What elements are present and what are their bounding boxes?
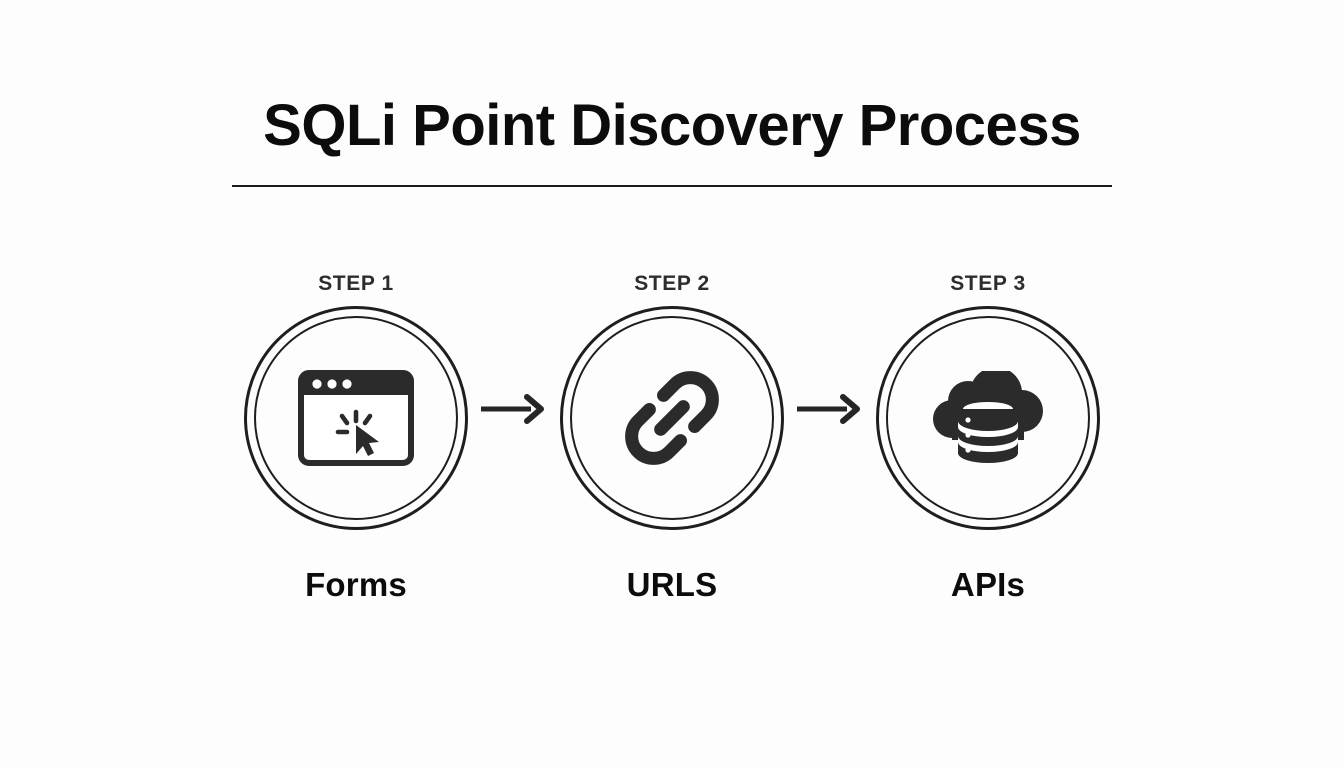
connector-1	[472, 394, 556, 424]
step-2-kicker: STEP 2	[634, 272, 710, 295]
browser-window-click-icon	[244, 306, 468, 530]
step-1-label: Forms	[305, 566, 407, 603]
process-steps: STEP 1	[0, 272, 1344, 604]
step-3-label: APIs	[950, 566, 1026, 603]
arrow-right-icon	[797, 394, 860, 424]
outer-ring	[876, 306, 1100, 530]
inner-ring	[254, 316, 458, 520]
outer-ring	[560, 306, 784, 530]
inner-ring	[570, 316, 774, 520]
page-title: SQLi Point Discovery Process	[263, 93, 1081, 158]
connector-2	[788, 394, 872, 424]
arrow-right-icon	[481, 394, 544, 424]
step-1[interactable]: STEP 1	[240, 272, 472, 604]
step-3[interactable]: STEP 3	[872, 272, 1104, 604]
step-3-badge[interactable]	[876, 306, 1100, 530]
step-1-badge[interactable]	[244, 306, 468, 530]
outer-ring	[244, 306, 468, 530]
step-3-kicker: STEP 3	[950, 272, 1026, 295]
page-header: SQLi Point Discovery Process	[0, 93, 1344, 187]
step-1-kicker: STEP 1	[318, 272, 394, 295]
chain-link-icon	[560, 306, 784, 530]
step-2-label: URLS	[626, 566, 718, 603]
inner-ring	[886, 316, 1090, 520]
cloud-database-icon	[876, 306, 1100, 530]
step-2-badge[interactable]	[560, 306, 784, 530]
title-divider	[232, 184, 1112, 187]
step-2[interactable]: STEP 2 URLS	[556, 272, 788, 604]
